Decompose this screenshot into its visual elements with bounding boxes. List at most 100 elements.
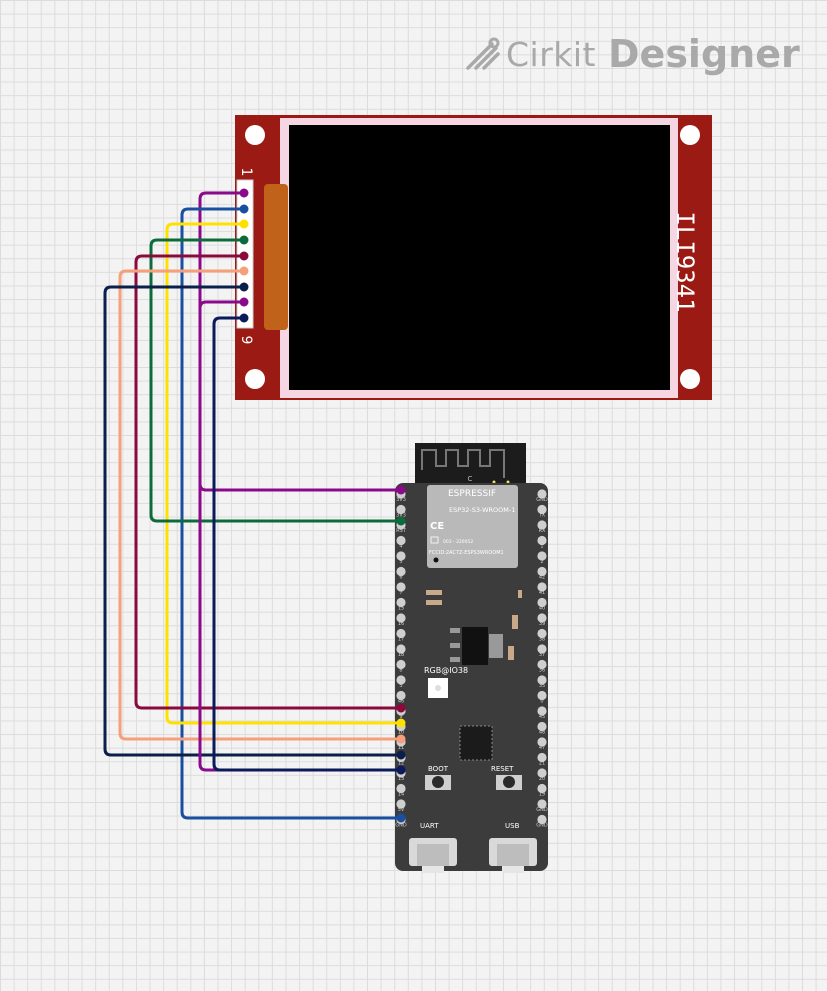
board-pin-right[interactable] (537, 504, 547, 515)
board-pin-right[interactable] (537, 566, 547, 577)
board-pin-right[interactable] (537, 675, 547, 685)
board-pin-left[interactable] (396, 613, 406, 623)
board-pin-left-label: 16 (398, 621, 404, 627)
board-pin-left[interactable] (396, 659, 406, 670)
wire[interactable] (149, 238, 401, 523)
reset-label: RESET (491, 765, 514, 773)
board-pin-right-label: RX (539, 528, 546, 534)
board-pin-right-label: 1 (540, 544, 543, 550)
mount-hole-bl (245, 369, 265, 389)
board-pin-right[interactable] (537, 582, 547, 592)
uart-port-label: UART (420, 822, 439, 830)
wire[interactable] (118, 269, 401, 741)
board-pin-right[interactable] (537, 551, 547, 561)
board-pin-left[interactable] (396, 675, 406, 685)
board-pin-left-label: 5 (399, 559, 402, 565)
board-pin-right[interactable] (537, 597, 547, 608)
display-pin[interactable] (239, 204, 249, 214)
board-pin-right[interactable] (537, 799, 547, 809)
display-pin[interactable] (239, 219, 249, 229)
board-pin-left[interactable] (396, 628, 406, 639)
display-model-label: ILI9341 (671, 211, 699, 312)
board-pin-right[interactable] (537, 520, 547, 530)
wire[interactable] (180, 207, 401, 820)
tft-display[interactable]: ILI9341 1 9 (235, 115, 712, 400)
display-screen (289, 125, 670, 390)
board-pin-right[interactable] (537, 814, 547, 825)
usb-uart-chip (459, 725, 493, 761)
board-pin-left[interactable] (396, 799, 406, 809)
board-pin-right-label: 48 (539, 730, 545, 736)
board-pin-right[interactable] (537, 489, 547, 499)
board-pin-left[interactable] (396, 566, 406, 577)
board-pin-right[interactable] (537, 613, 547, 623)
board-pin-right[interactable] (537, 659, 547, 670)
display-pin[interactable] (239, 297, 249, 307)
right-pin-header: GNDTXRX1242414039383736350454847212019GN… (536, 489, 548, 829)
board-pin-right-label: 2 (540, 559, 543, 565)
wire-group (103, 191, 406, 823)
esp32-s3-board[interactable]: C ESPRESSIF ESP32-S3-WROOM-1 CE 003 - 22… (395, 443, 548, 873)
board-pin-right-label: 40 (539, 606, 545, 612)
board-pin-right[interactable] (537, 535, 547, 546)
board-pin-left-label: RST (396, 528, 407, 534)
board-pin-right[interactable] (537, 706, 547, 716)
module-name: ESP32-S3-WROOM-1 (449, 506, 515, 514)
ce-mark: CE (430, 521, 444, 532)
board-pin-left[interactable] (396, 504, 406, 515)
board-pin-right-label: 0 (540, 699, 543, 705)
display-pin-group (239, 188, 249, 323)
board-pin-left[interactable] (396, 783, 406, 794)
display-pin[interactable] (239, 235, 249, 245)
board-pin-right-label: 47 (539, 745, 545, 751)
board-pin-right[interactable] (537, 768, 547, 778)
board-pin-left-label: 15 (398, 606, 404, 612)
board-pin-left[interactable] (396, 690, 406, 701)
rgb-led-label: RGB@IO38 (424, 666, 468, 675)
wroom-module (427, 485, 518, 568)
module-fcc: FCCID:2AC7Z-ESPS3WROOM1 (429, 550, 504, 556)
board-pin-left-label: 4 (399, 544, 402, 550)
antenna-trace (421, 449, 505, 478)
board-pin-right[interactable] (537, 644, 547, 654)
board-pin-left[interactable] (396, 597, 406, 608)
board-pin-right[interactable] (537, 737, 547, 747)
board-pin-left-label: GND (395, 823, 407, 829)
wire[interactable] (103, 285, 401, 757)
regulator-chip (462, 627, 488, 665)
wire-end (396, 750, 406, 760)
board-pin-right-label: 39 (539, 621, 545, 627)
board-pin-left-label: 3V3 (396, 513, 406, 519)
wire[interactable] (134, 254, 401, 710)
board-pin-right[interactable] (537, 721, 547, 732)
boot-label: BOOT (428, 765, 449, 773)
board-pin-right-label: 21 (539, 761, 545, 767)
board-pin-left-label: 8 (399, 668, 402, 674)
board-pin-left-label: 46 (398, 699, 404, 705)
board-pin-right[interactable] (537, 783, 547, 794)
board-pin-right-label: GND (536, 807, 548, 813)
board-pin-left[interactable] (396, 535, 406, 546)
board-pin-left[interactable] (396, 644, 406, 654)
board-pin-left[interactable] (396, 551, 406, 561)
display-pin[interactable] (239, 251, 249, 261)
display-pin[interactable] (239, 188, 249, 198)
display-pin[interactable] (239, 313, 249, 323)
board-pin-left-label: 3 (399, 683, 402, 689)
board-pin-left-label: 3V3 (396, 497, 406, 503)
reset-button-cap[interactable] (503, 776, 515, 788)
board-pin-right[interactable] (537, 690, 547, 701)
wire[interactable] (212, 316, 401, 772)
board-pin-right[interactable] (537, 752, 547, 763)
board-pin-right[interactable] (537, 628, 547, 639)
wire[interactable] (198, 300, 401, 772)
wire[interactable] (165, 222, 401, 725)
board-pin-left[interactable] (396, 582, 406, 592)
board-pin-right-label: 41 (539, 590, 545, 596)
display-pin[interactable] (239, 266, 249, 276)
display-pin[interactable] (239, 282, 249, 292)
boot-button-cap[interactable] (432, 776, 444, 788)
pin-first-label: 1 (238, 168, 254, 177)
board-pin-right-label: 36 (539, 668, 545, 674)
